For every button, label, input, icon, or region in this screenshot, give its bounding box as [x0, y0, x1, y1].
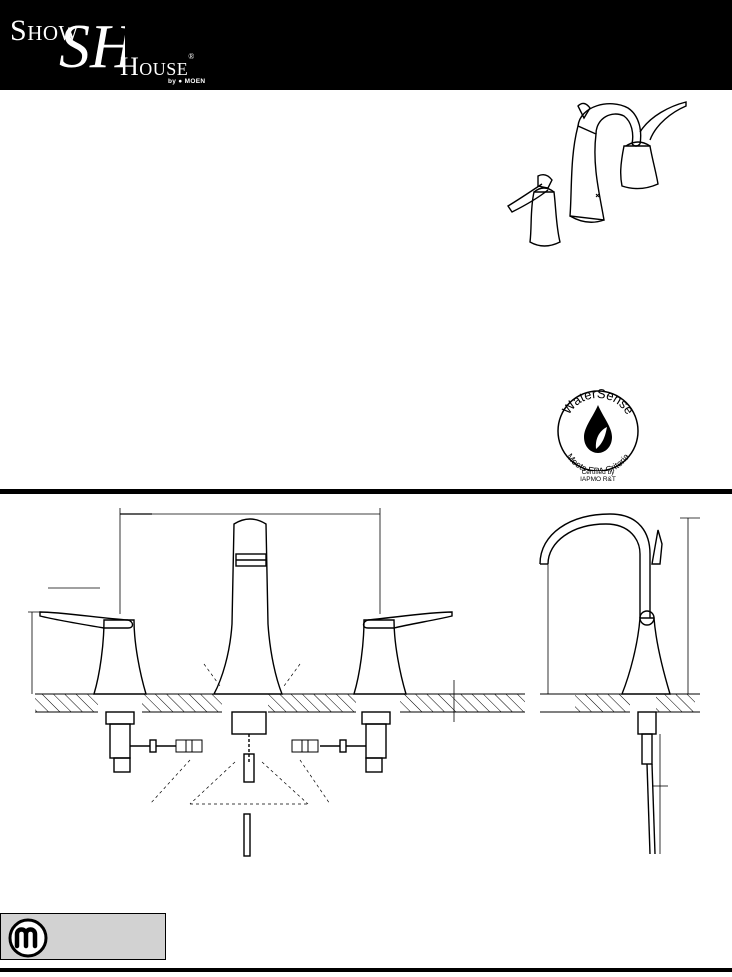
cert-line-2: IAPMO R&T: [580, 476, 616, 483]
brand-house-text: HOUSE®: [120, 52, 195, 82]
watersense-ring: [557, 390, 639, 471]
water-drop-leaf-icon: [584, 405, 612, 453]
watersense-badge: WaterSense Meets EPA Criteria: [557, 387, 639, 471]
brand-by-moen: by ● MOEN: [168, 78, 206, 85]
brand-house-initial: H: [120, 52, 140, 81]
dimension-drawing: [28, 508, 700, 857]
supply-connectors: [175, 739, 319, 753]
brand-header: SHOW SH HOUSE® by ● MOEN: [0, 0, 732, 90]
countertop-front: [35, 692, 525, 714]
sh-monogram-logo: SH: [59, 13, 125, 81]
brand-house-rest: OUSE: [139, 59, 189, 79]
moen-wordmark: MOEN: [184, 78, 206, 85]
dimension-lines: [28, 508, 700, 854]
construction-lines: [149, 663, 331, 805]
spout-front: [212, 518, 284, 857]
faucet-product-illustration: [507, 101, 687, 247]
section-divider-top: [0, 489, 732, 494]
moen-footer-badge: [0, 913, 166, 960]
section-divider-bottom: [0, 968, 732, 972]
cert-line-1: Certified by: [581, 469, 615, 476]
monogram-text: SH: [59, 13, 125, 81]
brand-show-text: SHOW: [10, 14, 79, 48]
trademark-symbol: ®: [188, 52, 195, 61]
countertop-side: [540, 692, 700, 714]
faucet-side-view: [539, 513, 671, 855]
brand-show-initial: S: [10, 14, 28, 47]
brand-show-rest: HOW: [27, 21, 79, 45]
left-handle-front: [39, 611, 176, 773]
watersense-certification: Certified by IAPMO R&T: [553, 469, 643, 483]
by-text: by: [168, 78, 177, 85]
moen-m-logo-icon: [8, 918, 48, 958]
right-handle-front: [320, 611, 453, 773]
